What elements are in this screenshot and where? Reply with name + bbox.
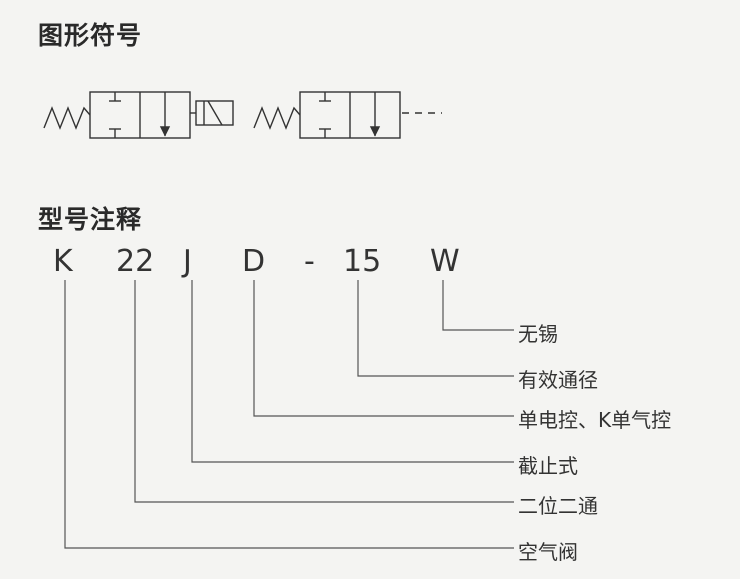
code-segment-22: 22 bbox=[116, 244, 155, 279]
leader-line-k bbox=[64, 280, 514, 549]
leader-line-22 bbox=[134, 280, 514, 503]
annotation-label-22: 二位二通 bbox=[518, 494, 598, 518]
valve-symbol-pilot bbox=[253, 91, 442, 139]
annotation-label-w: 无锡 bbox=[518, 322, 558, 346]
annotation-label-k: 空气阀 bbox=[518, 540, 578, 564]
solenoid-icon bbox=[190, 100, 234, 126]
code-segment-15: 15 bbox=[343, 244, 382, 279]
annotation-label-j: 截止式 bbox=[518, 454, 578, 478]
blocked-port-icon bbox=[109, 92, 121, 138]
code-segment-k: K bbox=[53, 244, 73, 279]
code-segment-d: D bbox=[242, 244, 266, 279]
code-segment-j: J bbox=[183, 244, 192, 279]
flow-arrow-icon bbox=[369, 92, 381, 137]
annotation-label-15: 有效通径 bbox=[518, 368, 598, 392]
valve-symbol-solenoid bbox=[43, 91, 234, 139]
section-title-symbols: 图形符号 bbox=[38, 21, 143, 50]
code-segment-dash: - bbox=[304, 244, 315, 279]
leader-line-w bbox=[442, 280, 514, 331]
section-title-model: 型号注释 bbox=[38, 205, 143, 234]
annotation-label-d: 单电控、K单气控 bbox=[518, 408, 672, 432]
flow-arrow-icon bbox=[159, 92, 171, 137]
leader-line-15 bbox=[357, 280, 514, 377]
code-segment-w: W bbox=[430, 244, 460, 279]
spring-icon bbox=[43, 106, 91, 130]
leader-line-d bbox=[253, 280, 514, 417]
leader-line-j bbox=[191, 280, 514, 463]
blocked-port-icon bbox=[319, 92, 331, 138]
spring-icon bbox=[253, 106, 301, 130]
